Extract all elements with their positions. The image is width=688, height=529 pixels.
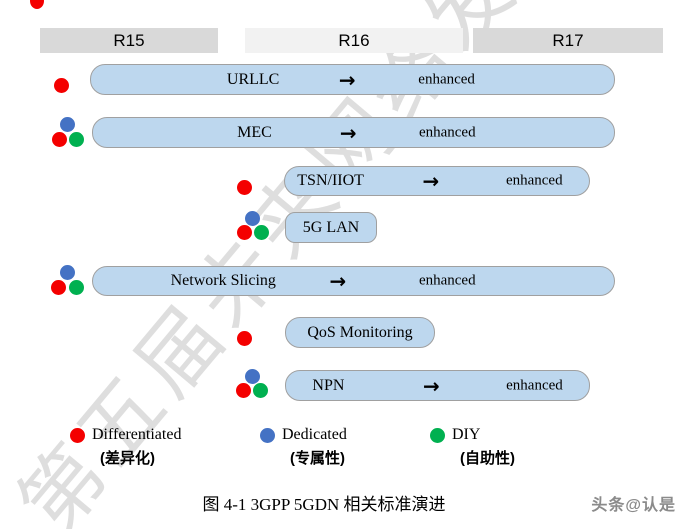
differentiated-dot (54, 78, 69, 93)
feature-label: QoS Monitoring (307, 323, 413, 341)
legend-sublabel: (差异化) (100, 450, 155, 467)
enhanced-label: enhanced (505, 172, 563, 189)
differentiated-dot (70, 427, 85, 443)
release-label: R17 (552, 30, 584, 50)
diy-dot (430, 427, 445, 443)
diy-dot (253, 383, 268, 398)
release-bar-r17: R17 (473, 28, 663, 53)
legend-sublabel: (自助性) (460, 450, 515, 467)
enhanced-label: enhanced (418, 272, 476, 289)
dedicated-dot (245, 369, 260, 384)
feature-pill-tsn-iiot: TSN/IIOT → enhanced (284, 166, 590, 196)
figure-caption: 图 4-1 3GPP 5GDN 相关标准演进 (202, 495, 446, 514)
evolution-arrow-icon: → (422, 169, 440, 193)
release-label: R16 (338, 30, 370, 50)
feature-pill-5g-lan: 5G LAN (285, 212, 377, 243)
feature-label: Network Slicing (170, 272, 276, 289)
evolution-arrow-icon: → (423, 373, 440, 398)
feature-label: MEC (237, 123, 272, 141)
feature-pill-network-slicing: Network Slicing → enhanced (92, 266, 615, 296)
legend-sublabel: (专属性) (290, 450, 345, 467)
legend-label: Differentiated (92, 426, 182, 443)
clipped-red-dot (30, 0, 44, 9)
release-label: R15 (113, 30, 145, 50)
evolution-arrow-icon: → (339, 120, 357, 145)
enhanced-label: enhanced (506, 377, 563, 393)
enhanced-label: enhanced (418, 71, 475, 87)
dedicated-dot (260, 427, 275, 443)
feature-pill-qos-monitoring: QoS Monitoring (285, 317, 435, 348)
legend-item-differentiated: Differentiated (差异化) (70, 426, 181, 468)
differentiated-dot (236, 383, 251, 398)
feature-pill-mec: MEC → enhanced (92, 117, 615, 148)
differentiated-dot (51, 280, 66, 295)
legend-label: Dedicated (282, 426, 347, 443)
differentiated-dot (237, 180, 252, 195)
diy-dot (254, 225, 269, 240)
legend-label: DIY (452, 426, 481, 443)
release-bar-r15: R15 (40, 28, 218, 53)
differentiated-dot (237, 331, 252, 346)
enhanced-label: enhanced (418, 124, 476, 140)
dedicated-dot (245, 211, 260, 226)
feature-pill-npn: NPN → enhanced (285, 370, 590, 401)
evolution-arrow-icon: → (338, 67, 356, 92)
legend-item-dedicated: Dedicated (专属性) (260, 426, 347, 468)
diy-dot (69, 280, 84, 295)
diy-dot (69, 132, 84, 147)
legend-item-diy: DIY (自助性) (430, 426, 515, 468)
dedicated-dot (60, 265, 75, 280)
feature-label: NPN (312, 376, 345, 394)
dedicated-dot (60, 117, 75, 132)
evolution-arrow-icon: → (329, 269, 347, 293)
byline-watermark: 头条@认是 (591, 497, 676, 514)
differentiated-dot (237, 225, 252, 240)
feature-label: URLLC (226, 70, 280, 88)
feature-label: TSN/IIOT (297, 172, 364, 189)
feature-pill-urllc: URLLC → enhanced (90, 64, 615, 95)
release-bar-r16: R16 (245, 28, 463, 53)
differentiated-dot (52, 132, 67, 147)
feature-label: 5G LAN (302, 218, 360, 236)
